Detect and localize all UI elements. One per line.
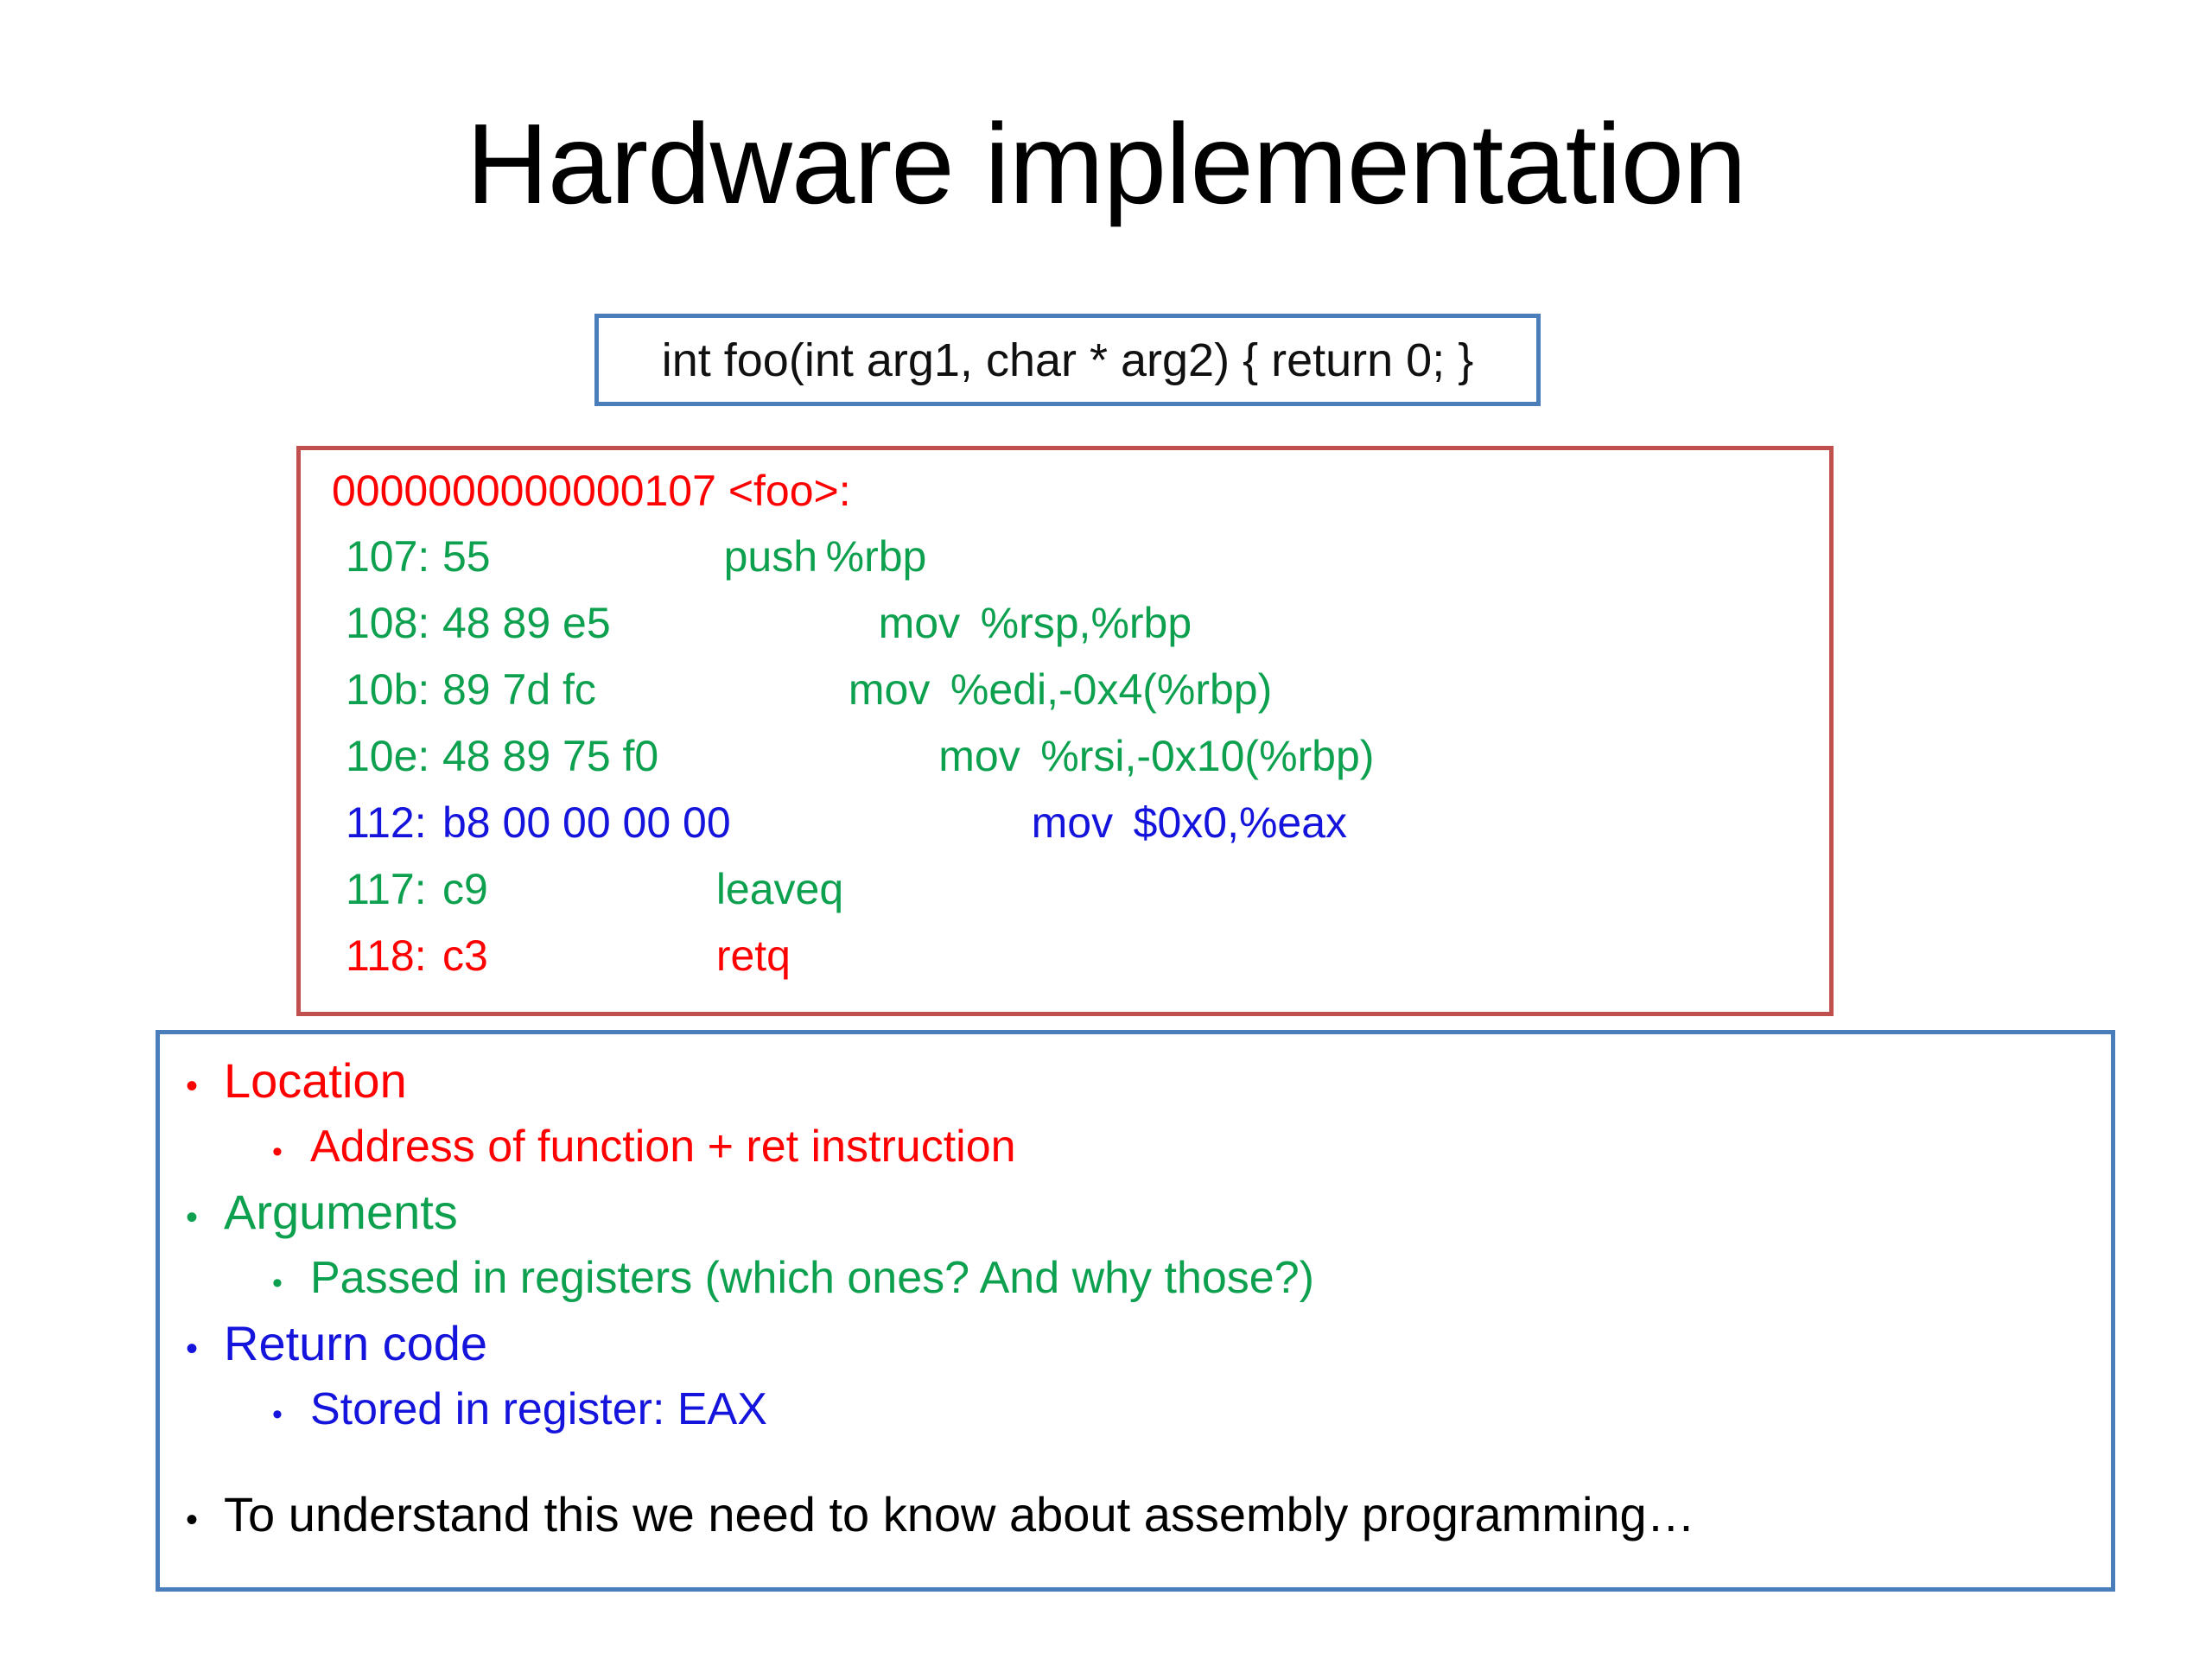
bullet-item: •To understand this we need to know abou…	[160, 1491, 2111, 1539]
bullet-dot-icon: •	[186, 1067, 199, 1105]
bullet-spacer	[160, 1451, 2111, 1491]
bullet-dot-icon: •	[272, 1398, 283, 1431]
bullet-text: Passed in registers (which ones? And why…	[310, 1253, 1314, 1303]
bullet-text: Return code	[224, 1316, 488, 1370]
instruction-operands: %rsi,-0x10(%rbp)	[1040, 732, 1375, 780]
bullet-dot-icon: •	[272, 1267, 283, 1300]
instruction-address: 118:	[346, 931, 427, 980]
disassembly-line: 118: c3 retq	[301, 934, 1829, 977]
bullet-text: Arguments	[224, 1185, 458, 1239]
instruction-address: 10b:	[346, 665, 430, 714]
instruction-bytes: c3	[442, 931, 488, 980]
bullet-dot-icon: •	[272, 1135, 283, 1168]
c-source-box: int foo(int arg1, char * arg2) { return …	[594, 314, 1541, 406]
bullet-dot-icon: •	[186, 1501, 199, 1539]
instruction-mnemonic: mov	[1031, 798, 1114, 847]
instruction-mnemonic: mov	[938, 732, 1020, 780]
instruction-mnemonic: mov	[878, 599, 961, 647]
instruction-operands: %rsp,%rbp	[980, 599, 1192, 647]
instruction-operands: %rbp	[825, 532, 927, 581]
instruction-bytes: 48 89 75 f0	[442, 732, 659, 780]
bullet-text: To understand this we need to know about…	[224, 1487, 1695, 1541]
bullet-list: •Location•Address of function + ret inst…	[160, 1057, 2111, 1539]
instruction-bytes: 89 7d fc	[442, 665, 596, 714]
disassembly-line: 117: c9 leaveq	[301, 868, 1829, 911]
instruction-bytes: 48 89 e5	[442, 599, 611, 647]
bullet-dot-icon: •	[186, 1330, 199, 1368]
instruction-address: 107:	[346, 532, 430, 581]
bullet-item: • Passed in registers (which ones? And wh…	[160, 1255, 2111, 1300]
instruction-bytes: c9	[442, 865, 488, 913]
summary-bullet-box: •Location•Address of function + ret inst…	[156, 1030, 2115, 1592]
c-source-code: int foo(int arg1, char * arg2) { return …	[661, 334, 1474, 386]
instruction-bytes: 55	[442, 532, 491, 581]
bullet-text: Location	[224, 1053, 407, 1108]
bullet-item: •Location	[160, 1057, 2111, 1105]
disassembly-line: 112: b8 00 00 00 00 mov $0x0,%eax	[301, 801, 1829, 844]
disassembly-line: 108:48 89 e5 mov %rsp,%rbp	[301, 601, 1829, 645]
instruction-address: 117:	[346, 865, 427, 913]
bullet-text: Stored in register: EAX	[310, 1384, 767, 1434]
bullet-dot-icon: •	[186, 1198, 199, 1236]
instruction-operands: $0x0,%eax	[1133, 798, 1348, 847]
instruction-mnemonic: leaveq	[715, 865, 844, 913]
disassembly-line: 10b:89 7d fc mov %edi,-0x4(%rbp)	[301, 668, 1829, 711]
instruction-mnemonic: push	[723, 532, 818, 581]
bullet-item: • Return code	[160, 1319, 2111, 1368]
instruction-bytes: b8 00 00 00 00	[442, 798, 731, 847]
disassembly-line: 10e:48 89 75 f0 mov %rsi,-0x10(%rbp)	[301, 734, 1829, 778]
instruction-address: 10e:	[346, 732, 430, 780]
instruction-address: 108:	[346, 599, 430, 647]
disassembly-header: 0000000000000107 <foo>:	[332, 467, 851, 515]
bullet-item: • Arguments	[160, 1188, 2111, 1236]
bullet-item: • Stored in register: EAX	[160, 1387, 2111, 1432]
instruction-operands: %edi,-0x4(%rbp)	[950, 665, 1273, 714]
bullet-text: Address of function + ret instruction	[310, 1122, 1016, 1172]
instruction-mnemonic: mov	[848, 665, 931, 714]
bullet-item: • Address of function + ret instruction	[160, 1124, 2111, 1169]
page-title: Hardware implementation	[466, 100, 1746, 227]
disassembly-line: 107:55 push%rbp	[301, 535, 1829, 578]
instruction-mnemonic: retq	[715, 931, 791, 980]
instruction-address: 112:	[346, 798, 427, 847]
